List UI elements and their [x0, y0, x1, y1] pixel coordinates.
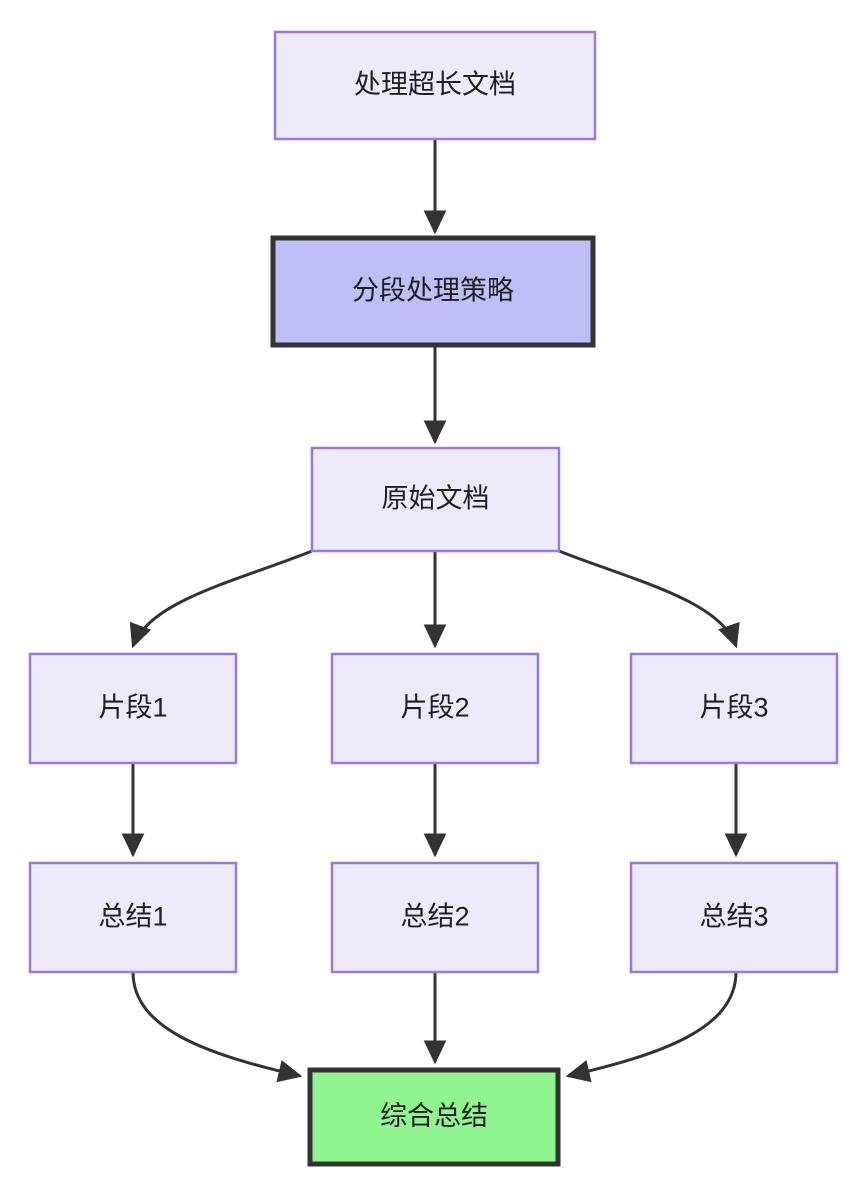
- edges-layer: [121, 139, 748, 1083]
- node-label-n3: 原始文档: [382, 484, 490, 514]
- node-box-n3[interactable]: [310, 446, 561, 553]
- node-n8[interactable]: 总结2: [330, 861, 540, 974]
- node-label-n8: 总结2: [400, 902, 469, 932]
- node-box-n2[interactable]: [270, 235, 596, 348]
- node-label-n10: 综合总结: [380, 1101, 488, 1131]
- node-box-n9[interactable]: [629, 861, 839, 974]
- node-n4[interactable]: 片段1: [28, 652, 238, 765]
- node-box-n1[interactable]: [273, 30, 597, 141]
- edge-n3-to-n4: [129, 549, 313, 649]
- edge-n3-to-n6: [558, 549, 740, 649]
- node-n9[interactable]: 总结3: [629, 861, 839, 974]
- node-n1[interactable]: 处理超长文档: [273, 30, 597, 141]
- node-n7[interactable]: 总结1: [28, 861, 238, 974]
- node-n2[interactable]: 分段处理策略: [270, 235, 596, 348]
- edge-n9-to-n10: [565, 971, 738, 1083]
- node-box-n10[interactable]: [307, 1067, 561, 1167]
- node-n10[interactable]: 综合总结: [307, 1067, 561, 1167]
- node-box-n6[interactable]: [629, 652, 839, 765]
- node-label-n2: 分段处理策略: [352, 276, 514, 306]
- node-n6[interactable]: 片段3: [629, 652, 839, 765]
- edge-n7-to-n10: [131, 971, 303, 1083]
- node-label-n4: 片段1: [98, 693, 167, 723]
- node-label-n9: 总结3: [699, 902, 768, 932]
- node-label-n1: 处理超长文档: [354, 70, 516, 100]
- node-box-n8[interactable]: [330, 861, 540, 974]
- node-n5[interactable]: 片段2: [330, 652, 540, 765]
- node-box-n4[interactable]: [28, 652, 238, 765]
- node-box-n7[interactable]: [28, 861, 238, 974]
- node-n3[interactable]: 原始文档: [310, 446, 561, 553]
- node-label-n5: 片段2: [400, 693, 469, 723]
- node-box-n5[interactable]: [330, 652, 540, 765]
- node-label-n6: 片段3: [699, 693, 768, 723]
- node-label-n7: 总结1: [98, 902, 167, 932]
